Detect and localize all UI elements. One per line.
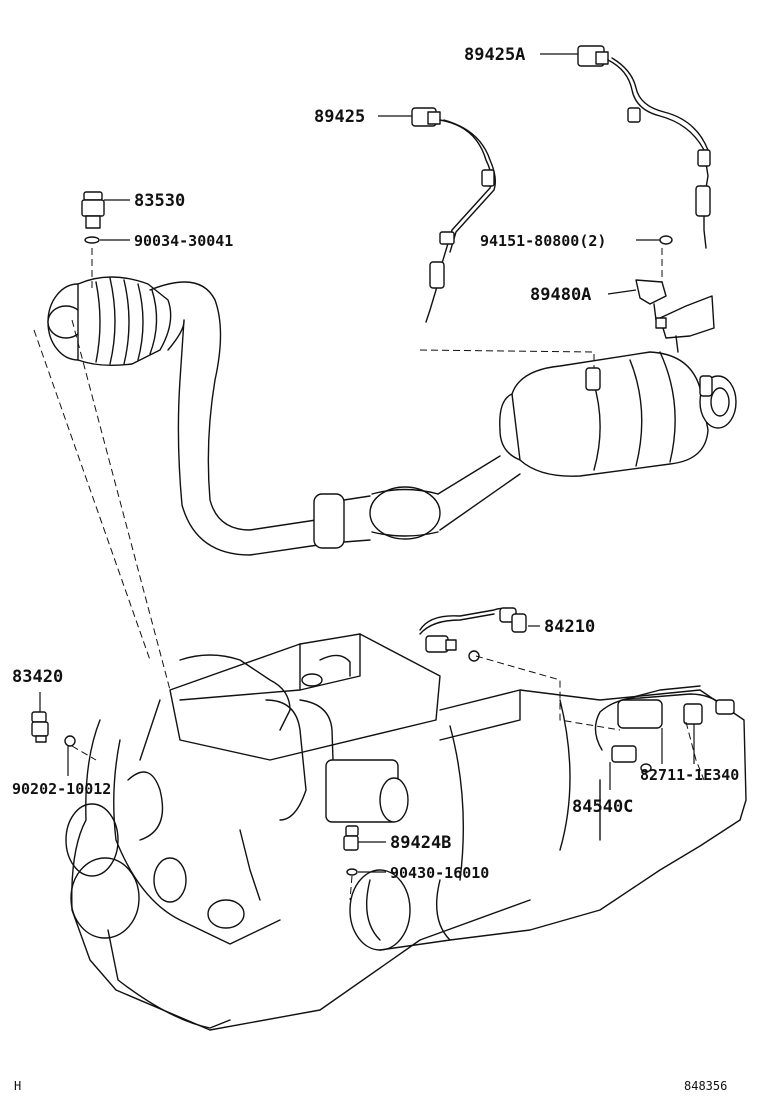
sensor-83420 bbox=[31, 711, 76, 747]
oxygen-sensor-upper bbox=[411, 107, 497, 323]
sensor-bracket-89480A bbox=[635, 279, 667, 329]
part-labels: 89425A 89425 83530 90034-30041 94151-808… bbox=[12, 45, 739, 1093]
label-89480A: 89480A bbox=[530, 285, 591, 305]
label-89425A: 89425A bbox=[464, 45, 525, 65]
speed-sensor-84210 bbox=[419, 607, 527, 662]
diagram-number: 848356 bbox=[684, 1079, 727, 1093]
label-94151-80800: 94151-80800(2) bbox=[480, 232, 606, 250]
label-82711-1E340: 82711-1E340 bbox=[640, 766, 739, 784]
label-83420: 83420 bbox=[12, 667, 63, 687]
label-90430-16010: 90430-16010 bbox=[390, 864, 489, 882]
oxygen-sensor-lower bbox=[577, 45, 711, 249]
label-89425: 89425 bbox=[314, 107, 365, 127]
label-83530: 83530 bbox=[134, 191, 185, 211]
sensor-89424B bbox=[343, 825, 359, 876]
label-90202-10012: 90202-10012 bbox=[12, 780, 111, 798]
corner-code-left: H bbox=[14, 1079, 21, 1093]
transmission bbox=[349, 689, 747, 951]
sensor-nut bbox=[659, 235, 673, 245]
exhaust-pipe-assembly bbox=[47, 276, 737, 556]
label-84210: 84210 bbox=[544, 617, 595, 637]
harness-84540C bbox=[594, 685, 735, 773]
engine-block bbox=[65, 633, 531, 1031]
label-90034-30041: 90034-30041 bbox=[134, 232, 233, 250]
reference-lines bbox=[33, 248, 705, 901]
sensor-83530 bbox=[81, 191, 105, 244]
leader-lines bbox=[39, 53, 695, 873]
label-84540C: 84540C bbox=[572, 797, 633, 817]
label-89424B: 89424B bbox=[390, 833, 451, 853]
